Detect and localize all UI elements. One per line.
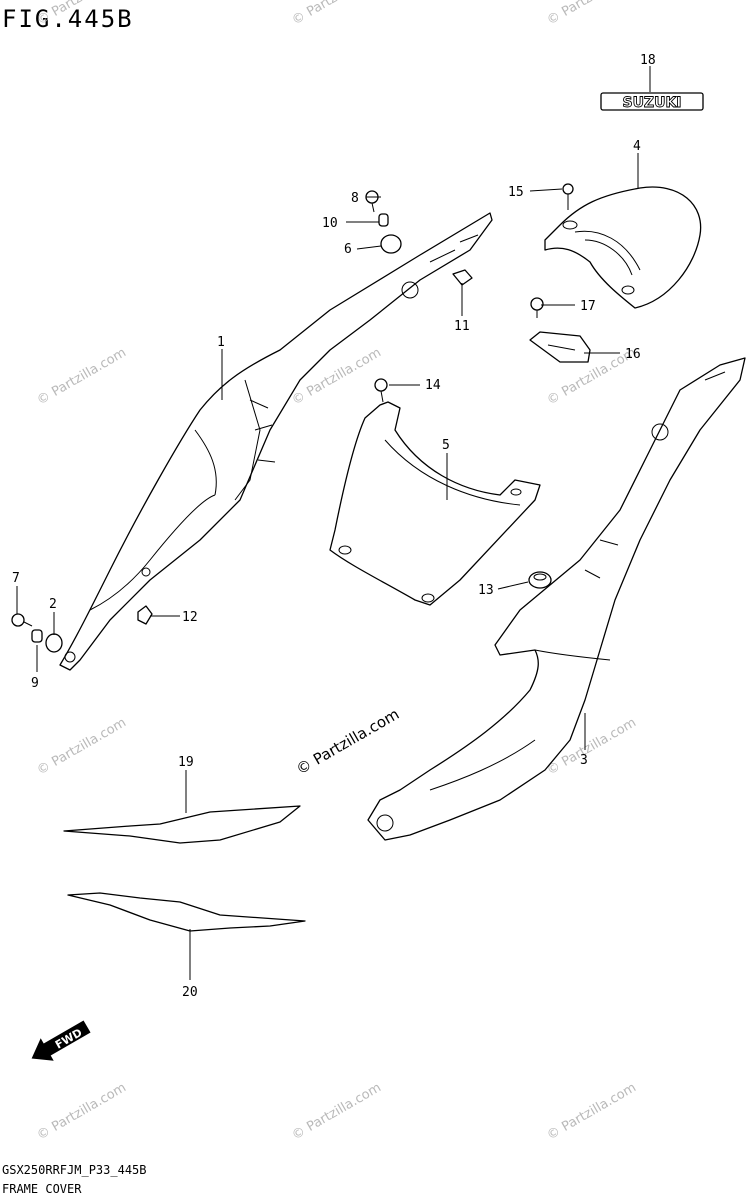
part-13-grommet[interactable] bbox=[528, 571, 552, 589]
watermark: © Partzilla.com bbox=[35, 715, 129, 778]
part-5-center-cover[interactable] bbox=[329, 401, 541, 606]
callout-18[interactable]: 18 bbox=[640, 53, 656, 68]
fwd-arrow: FWD bbox=[31, 1020, 91, 1061]
watermark-center: © Partzilla.com bbox=[293, 705, 402, 778]
callouts: 18 4 15 8 10 6 11 17 16 1 14 5 7 2 9 12 … bbox=[12, 53, 656, 1000]
callout-14[interactable]: 14 bbox=[425, 378, 441, 393]
footer-code: GSX250RRFJM_P33_445B bbox=[2, 1163, 147, 1177]
part-18-emblem[interactable]: SUZUKI bbox=[600, 92, 704, 111]
part-17-bolt[interactable] bbox=[530, 297, 544, 318]
part-8-screw[interactable] bbox=[365, 190, 379, 213]
callout-17[interactable]: 17 bbox=[580, 299, 596, 314]
part-16-bracket[interactable] bbox=[529, 331, 591, 363]
leader-lines bbox=[16, 66, 651, 980]
part-9-collar[interactable] bbox=[31, 629, 43, 643]
watermark: © Partzilla.com bbox=[290, 0, 384, 28]
part-14-screw[interactable] bbox=[374, 378, 388, 403]
watermark: © Partzilla.com bbox=[35, 345, 129, 408]
callout-1[interactable]: 1 bbox=[217, 335, 225, 350]
part-20-decal[interactable] bbox=[67, 892, 306, 932]
callout-15[interactable]: 15 bbox=[508, 185, 524, 200]
callout-7[interactable]: 7 bbox=[12, 571, 20, 586]
part-10-collar[interactable] bbox=[378, 213, 389, 227]
part-6-grommet[interactable] bbox=[380, 234, 402, 254]
callout-8[interactable]: 8 bbox=[351, 191, 359, 206]
callout-11[interactable]: 11 bbox=[454, 319, 470, 334]
figure-title: FIG.445B bbox=[2, 5, 134, 33]
footer-name: FRAME COVER bbox=[2, 1182, 82, 1196]
part-12-nut[interactable] bbox=[137, 605, 153, 625]
part-11-clip-nut[interactable] bbox=[452, 269, 473, 286]
callout-9[interactable]: 9 bbox=[31, 676, 39, 691]
callout-10[interactable]: 10 bbox=[322, 216, 338, 231]
callout-16[interactable]: 16 bbox=[625, 347, 641, 362]
part-4-tail-cover[interactable] bbox=[544, 186, 702, 309]
watermark: © Partzilla.com bbox=[545, 1080, 639, 1143]
callout-12[interactable]: 12 bbox=[182, 610, 198, 625]
watermark: © Partzilla.com bbox=[35, 1080, 129, 1143]
part-15-screw[interactable] bbox=[562, 183, 574, 210]
callout-5[interactable]: 5 bbox=[442, 438, 450, 453]
callout-2[interactable]: 2 bbox=[49, 597, 57, 612]
part-1-left-frame-cover[interactable] bbox=[59, 212, 493, 671]
watermark: © Partzilla.com bbox=[290, 1080, 384, 1143]
callout-20[interactable]: 20 bbox=[182, 985, 198, 1000]
watermark: © Partzilla.com bbox=[545, 0, 639, 28]
part-7-bolt[interactable] bbox=[11, 613, 33, 627]
callout-6[interactable]: 6 bbox=[344, 242, 352, 257]
callout-19[interactable]: 19 bbox=[178, 755, 194, 770]
part-3-right-frame-cover[interactable] bbox=[367, 357, 746, 841]
callout-4[interactable]: 4 bbox=[633, 139, 641, 154]
callout-13[interactable]: 13 bbox=[478, 583, 494, 598]
emblem-label: SUZUKI bbox=[622, 95, 681, 111]
part-2-grommet[interactable] bbox=[45, 633, 63, 653]
callout-3[interactable]: 3 bbox=[580, 753, 588, 768]
part-19-decal[interactable] bbox=[63, 805, 301, 844]
